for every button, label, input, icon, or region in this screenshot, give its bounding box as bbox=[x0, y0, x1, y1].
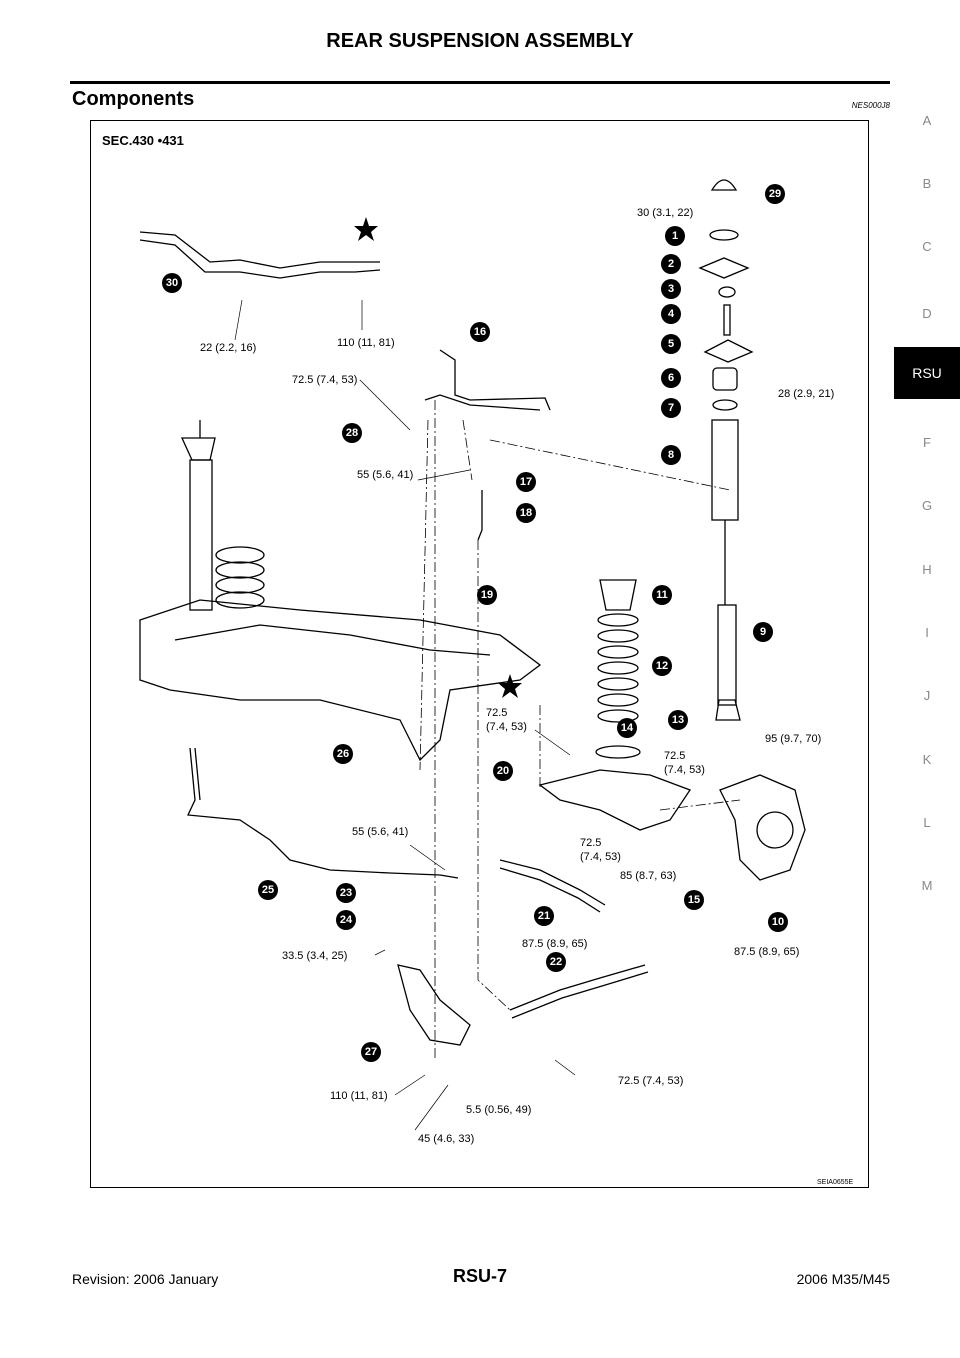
footer-page-number: RSU-7 bbox=[452, 1266, 507, 1286]
callout-5: 5 bbox=[661, 334, 681, 354]
side-index-g[interactable]: G bbox=[921, 498, 933, 513]
callout-8: 8 bbox=[661, 445, 681, 465]
torque-label-95: 95 (9.7, 70) bbox=[765, 733, 822, 745]
torque-label-110-lower: 110 (11, 81) bbox=[330, 1090, 388, 1102]
callout-18: 18 bbox=[516, 503, 536, 523]
torque-label-72-5-front-value: 72.5 bbox=[580, 837, 602, 849]
mount-plate bbox=[698, 257, 750, 279]
shock-absorber bbox=[711, 419, 739, 521]
torque-label-72-5-front-sub: (7.4, 53) bbox=[580, 851, 621, 863]
side-index-k[interactable]: K bbox=[922, 752, 932, 767]
callout-1: 1 bbox=[665, 226, 685, 246]
callout-26: 26 bbox=[333, 744, 353, 764]
torque-label-87-5-left: 87.5 (8.9, 65) bbox=[522, 938, 588, 950]
callout-27: 27 bbox=[361, 1042, 381, 1062]
torque-label-33-5: 33.5 (3.4, 25) bbox=[282, 950, 348, 962]
member-stay bbox=[139, 231, 380, 269]
rear-lower-link bbox=[509, 964, 646, 1011]
side-index-h[interactable]: H bbox=[922, 562, 932, 577]
lower-link bbox=[538, 769, 691, 831]
stabilizer-rod bbox=[477, 490, 483, 541]
torque-label-85: 85 (8.7, 63) bbox=[620, 870, 677, 882]
callout-4: 4 bbox=[661, 304, 681, 324]
star-mark-2 bbox=[498, 674, 522, 698]
upper-link bbox=[439, 349, 551, 411]
figure-frame bbox=[90, 120, 869, 1188]
torque-label-72-5-lower-link-sub: (7.4, 53) bbox=[664, 764, 705, 776]
callout-10: 10 bbox=[768, 912, 788, 932]
shock-absorber-assembled bbox=[189, 459, 213, 611]
member-bracket bbox=[397, 964, 471, 1046]
side-index-j[interactable]: J bbox=[923, 688, 931, 703]
callout-6: 6 bbox=[661, 368, 681, 388]
side-index-d[interactable]: D bbox=[922, 306, 932, 321]
figure-section-ref: SEC.430 •431 bbox=[102, 133, 184, 148]
side-index-l[interactable]: L bbox=[923, 815, 931, 830]
torque-label-30: 30 (3.1, 22) bbox=[637, 207, 694, 219]
side-index-a[interactable]: A bbox=[922, 113, 932, 128]
callout-15: 15 bbox=[684, 890, 704, 910]
cap bbox=[710, 179, 738, 191]
torque-label-72-5-rear: 72.5 (7.4, 53) bbox=[618, 1075, 684, 1087]
callout-9: 9 bbox=[753, 622, 773, 642]
torque-label-72-5-member-value: 72.5 bbox=[486, 707, 508, 719]
callout-13: 13 bbox=[668, 710, 688, 730]
torque-label-55-upper: 55 (5.6, 41) bbox=[357, 469, 414, 481]
callout-24: 24 bbox=[336, 910, 356, 930]
torque-label-45: 45 (4.6, 33) bbox=[418, 1133, 475, 1145]
star-mark-1 bbox=[354, 217, 378, 241]
suspension-member bbox=[139, 599, 542, 762]
side-index-rsu[interactable]: RSU bbox=[894, 347, 960, 399]
side-index-c[interactable]: C bbox=[922, 239, 932, 254]
torque-label-72-5-upper: 72.5 (7.4, 53) bbox=[292, 374, 358, 386]
callout-20: 20 bbox=[493, 761, 513, 781]
torque-label-22: 22 (2.2, 16) bbox=[200, 342, 257, 354]
page-header-title: REAR SUSPENSION ASSEMBLY bbox=[326, 30, 634, 52]
callout-28: 28 bbox=[342, 423, 362, 443]
torque-label-55-stabilizer: 55 (5.6, 41) bbox=[352, 826, 409, 838]
torque-label-72-5-lower-link: 72.5 (7.4, 53) bbox=[664, 749, 705, 777]
torque-label-87-5-right: 87.5 (8.9, 65) bbox=[734, 946, 800, 958]
mount-insulator bbox=[709, 229, 739, 241]
callout-2: 2 bbox=[661, 254, 681, 274]
torque-label-110-upper: 110 (11, 81) bbox=[337, 337, 395, 349]
callout-7: 7 bbox=[661, 398, 681, 418]
callout-12: 12 bbox=[652, 656, 672, 676]
torque-label-28: 28 (2.9, 21) bbox=[778, 388, 835, 400]
callout-19: 19 bbox=[477, 585, 497, 605]
footer-revision: Revision: 2006 January bbox=[72, 1271, 219, 1287]
section-title: Components bbox=[72, 88, 195, 110]
torque-label-72-5-lower-link-value: 72.5 bbox=[664, 750, 686, 762]
callout-30: 30 bbox=[162, 273, 182, 293]
side-index-f[interactable]: F bbox=[923, 435, 931, 450]
side-index-b[interactable]: B bbox=[922, 176, 932, 191]
torque-label-72-5-member-sub: (7.4, 53) bbox=[486, 721, 527, 733]
callout-17: 17 bbox=[516, 472, 536, 492]
stabilizer-bar bbox=[187, 747, 459, 879]
side-index-i[interactable]: I bbox=[925, 625, 929, 640]
section-code: NES000J8 bbox=[851, 101, 890, 110]
callout-11: 11 bbox=[652, 585, 672, 605]
callout-16: 16 bbox=[470, 322, 490, 342]
side-index-m[interactable]: M bbox=[921, 878, 933, 893]
figure-code: SEIA0655E bbox=[817, 1179, 854, 1186]
star-markers bbox=[354, 217, 522, 698]
callout-29: 29 bbox=[765, 184, 785, 204]
torque-label-72-5-member: 72.5 (7.4, 53) bbox=[486, 706, 527, 734]
callout-14: 14 bbox=[617, 718, 637, 738]
callout-21: 21 bbox=[534, 906, 554, 926]
callout-3: 3 bbox=[661, 279, 681, 299]
torque-label-5-5: 5.5 (0.56, 49) bbox=[466, 1104, 532, 1116]
header-rule bbox=[70, 81, 890, 84]
footer-model: 2006 M35/M45 bbox=[796, 1271, 890, 1287]
axle-housing bbox=[719, 774, 806, 881]
torque-label-72-5-front: 72.5 (7.4, 53) bbox=[580, 836, 621, 864]
callout-23: 23 bbox=[336, 883, 356, 903]
front-lower-link bbox=[499, 859, 606, 906]
callout-22: 22 bbox=[546, 952, 566, 972]
callout-25: 25 bbox=[258, 880, 278, 900]
